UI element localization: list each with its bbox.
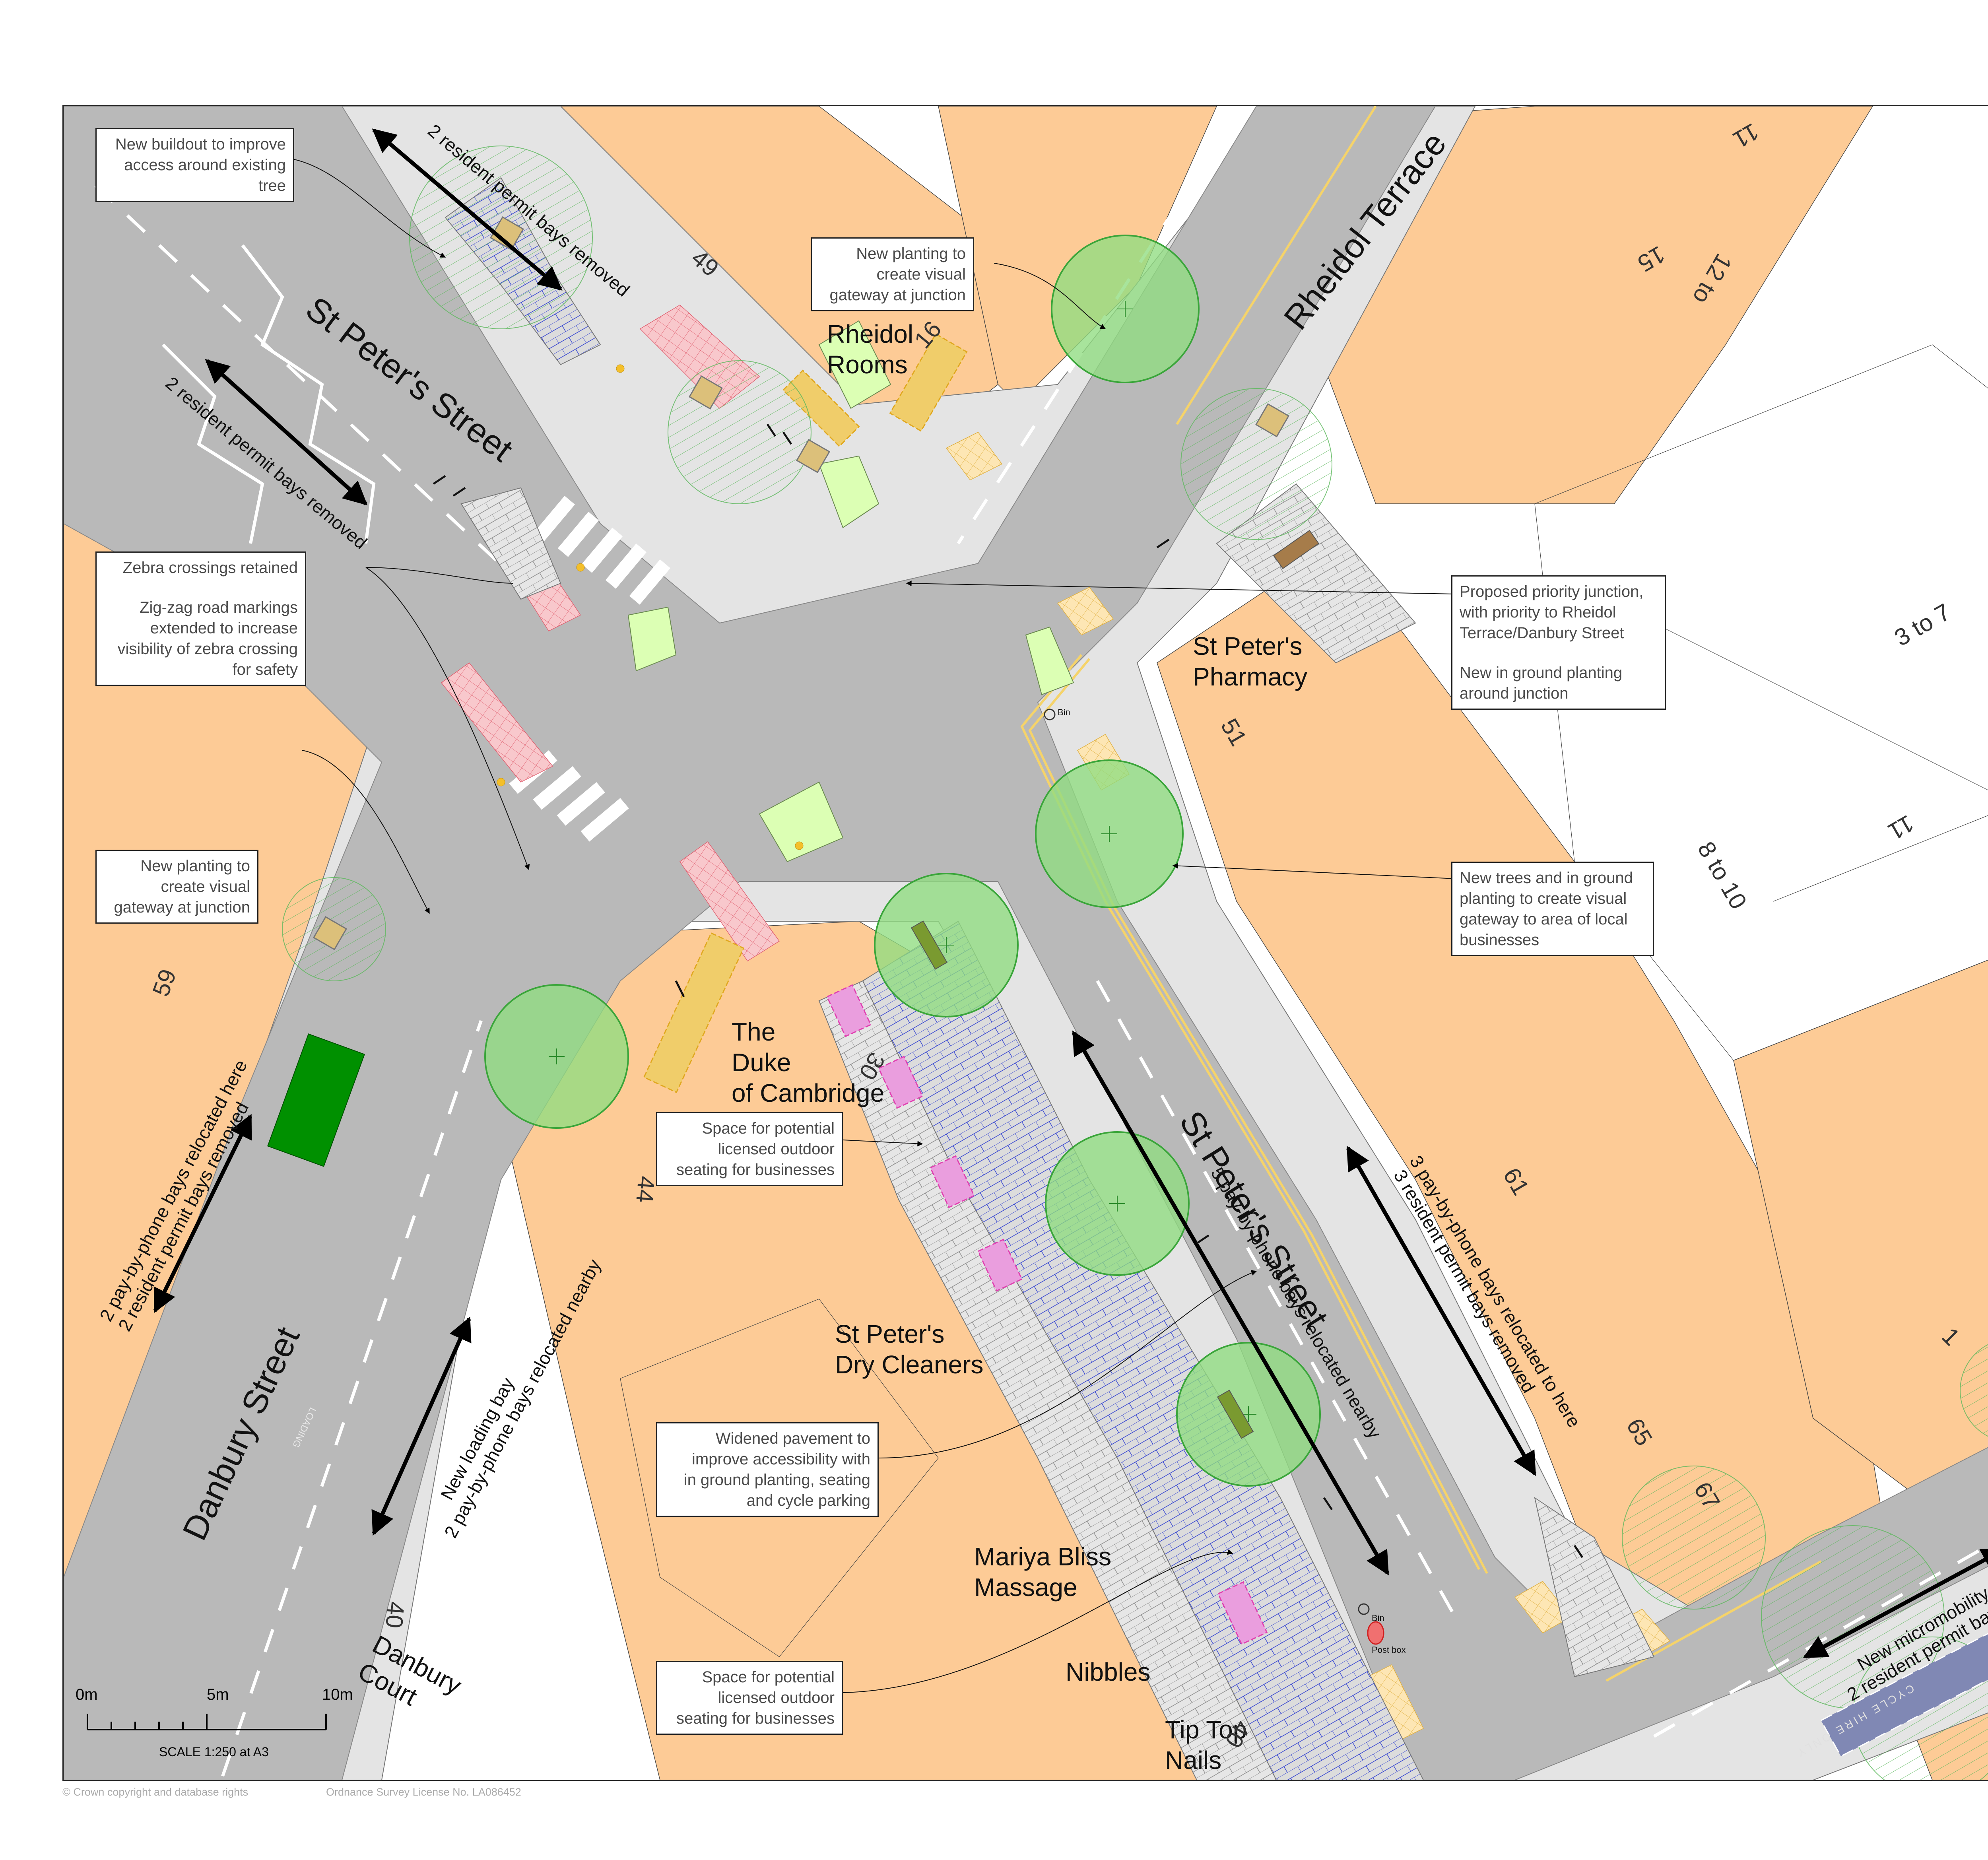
callout-new-trees: New trees and in ground planting to crea… — [1451, 862, 1654, 956]
callout-zebra-crossings: Zebra crossings retained Zig-zag road ma… — [95, 551, 306, 686]
post-box-label: Post box — [1372, 1645, 1406, 1655]
place-mariya-bliss: Mariya Bliss Massage — [974, 1542, 1111, 1602]
site-plan-map: St Peter's Street Rheidol Terrace St Pet… — [62, 105, 1988, 1781]
copyright-text: © Crown copyright and database rights — [62, 1786, 248, 1798]
pavement-layer — [64, 106, 1988, 1780]
callout-new-planting-top: New planting to create visual gateway at… — [811, 237, 974, 311]
scale-tick-0: 0m — [76, 1686, 98, 1703]
zebra-crossing-north — [534, 495, 671, 605]
bay-arrows — [153, 128, 1988, 1659]
callout-seating-upper: Space for potential licensed outdoor sea… — [656, 1112, 843, 1186]
callout-seating-lower: Space for potential licensed outdoor sea… — [656, 1661, 843, 1735]
existing-seating-spaces — [643, 333, 968, 1093]
relocated-post-box — [1367, 1621, 1384, 1645]
license-text: Ordnance Survey License No. LA086452 — [326, 1786, 521, 1798]
place-nibbles: Nibbles — [1066, 1658, 1151, 1686]
scale-text: SCALE 1:250 at A3 — [159, 1745, 269, 1759]
place-rheidol-rooms: Rheidol Rooms — [827, 320, 914, 379]
callout-new-planting-left: New planting to create visual gateway at… — [95, 850, 258, 924]
potential-seating-spaces — [826, 984, 1268, 1645]
scale-ruler — [87, 1714, 327, 1730]
bin-label-north: Bin — [1058, 707, 1070, 717]
place-st-peters-pharmacy: St Peter's Pharmacy — [1193, 632, 1308, 691]
cycle-stands — [433, 423, 1584, 1558]
house-number-40-lower-left: 40 — [381, 1600, 410, 1629]
bin-label-south: Bin — [1372, 1613, 1384, 1623]
bins — [1044, 709, 1370, 1615]
place-tip-top-nails: Tip Top Nails — [1165, 1715, 1247, 1775]
callout-priority-junction: Proposed priority junction, with priorit… — [1451, 575, 1666, 710]
callout-widened-pavement: Widened pavement to improve accessibilit… — [656, 1422, 879, 1517]
callout-new-buildout: New buildout to improve access around ex… — [95, 128, 294, 202]
suds-planting — [627, 320, 1074, 862]
existing-cycle-hanger — [267, 1033, 365, 1167]
scale-tick-10: 10m — [322, 1686, 353, 1703]
belisha-beacons — [497, 364, 804, 850]
place-duke-of-cambridge: The Duke of Cambridge — [732, 1017, 885, 1107]
place-st-peters-dry-cleaners: St Peter's Dry Cleaners — [835, 1320, 984, 1379]
scale-tick-5: 5m — [207, 1686, 229, 1703]
